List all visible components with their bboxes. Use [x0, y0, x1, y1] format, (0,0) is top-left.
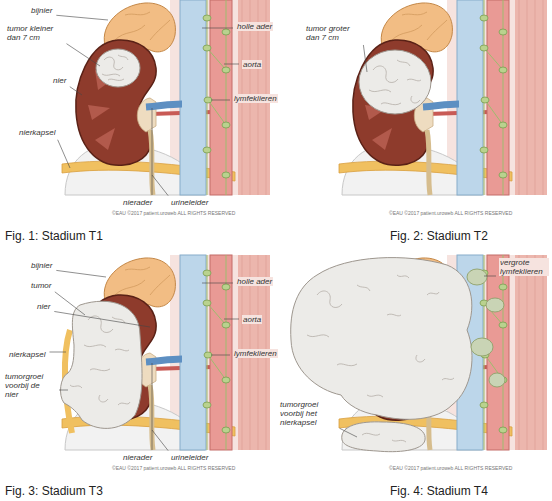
part-label: nierader	[122, 453, 153, 462]
leader-line	[224, 64, 239, 65]
tumor-shape	[291, 258, 472, 420]
lymph-node	[489, 373, 505, 387]
leader-line	[58, 140, 70, 168]
leader-line	[484, 276, 496, 277]
part-label: nierkapsel	[8, 350, 46, 359]
tumor-t2	[359, 50, 431, 114]
leader-line	[224, 319, 239, 320]
part-label: holle ader	[236, 277, 273, 286]
tumor-t4	[291, 258, 505, 452]
part-label: lymfeklieren	[233, 349, 278, 358]
leader-line	[70, 87, 82, 95]
part-label: aorta	[242, 315, 262, 324]
lymph-node	[467, 269, 487, 285]
leader-line	[59, 390, 68, 391]
part-label: nier	[36, 302, 51, 311]
copyright-watermark: ©EAU ©2017 patient.uroweb ALL RIGHTS RES…	[112, 210, 235, 216]
part-label: tumor groter dan 7 cm	[305, 24, 363, 42]
tumor-outgrowth	[342, 422, 425, 452]
copyright-watermark: ©EAU ©2017 patient.uroweb ALL RIGHTS RES…	[389, 210, 512, 216]
leader-line	[54, 311, 150, 327]
figure-caption: Fig. 1: Stadium T1	[5, 229, 103, 243]
figure-caption: Fig. 2: Stadium T2	[390, 229, 488, 243]
leader-line	[202, 28, 233, 29]
leader-line	[152, 430, 168, 451]
tumor-t1	[96, 49, 140, 87]
leader-line	[55, 292, 85, 315]
leader-line	[152, 175, 168, 196]
figure-caption: Fig. 3: Stadium T3	[5, 484, 103, 498]
part-label: tumor	[30, 281, 52, 290]
part-label: nierader	[122, 198, 153, 207]
leader-lines	[49, 15, 496, 450]
leader-line	[211, 100, 230, 101]
enlarged-lymph-nodes	[467, 269, 505, 387]
tumor-shape	[61, 301, 143, 428]
leader-line	[152, 363, 153, 450]
tumor-t3	[61, 301, 143, 433]
tumor-texture	[102, 55, 128, 80]
part-label: vergrote lymfeklieren	[499, 258, 549, 276]
leader-line	[340, 428, 357, 437]
leader-line	[66, 44, 100, 66]
part-label: aorta	[242, 60, 262, 69]
part-label: urineleider	[170, 453, 209, 462]
part-label: nierkapsel	[18, 128, 56, 137]
part-label: urineleider	[170, 198, 209, 207]
tumor-texture	[307, 275, 454, 442]
part-label: nier	[52, 76, 67, 85]
leader-line	[49, 352, 66, 353]
part-label: tumor kleiner dan 7 cm	[6, 24, 64, 42]
leader-line	[202, 283, 233, 284]
part-label: holle ader	[236, 22, 273, 31]
leader-line	[56, 270, 106, 277]
leader-line	[211, 355, 230, 356]
copyright-watermark: ©EAU ©2017 patient.uroweb ALL RIGHTS RES…	[389, 465, 512, 471]
lymph-node	[471, 338, 493, 356]
leader-line	[152, 108, 153, 195]
part-label: bijnier	[30, 6, 53, 15]
figure-caption: Fig. 4: Stadium T4	[390, 484, 488, 498]
part-label: lymfeklieren	[233, 94, 278, 103]
tumor-texture	[70, 316, 130, 405]
copyright-watermark: ©EAU ©2017 patient.uroweb ALL RIGHTS RES…	[112, 465, 235, 471]
part-label: bijnier	[30, 261, 53, 270]
tumor-texture	[369, 60, 421, 105]
tumor-shape	[359, 50, 431, 114]
tumor-shape	[96, 49, 140, 87]
part-label: tumorgroei voorbij de nier	[4, 372, 56, 399]
leader-line	[56, 15, 108, 20]
kidney-illustration	[339, 0, 547, 195]
part-label: tumorgroei voorbij het nierkapsel	[279, 400, 337, 427]
lymph-node	[486, 298, 504, 312]
leader-line	[363, 45, 367, 72]
